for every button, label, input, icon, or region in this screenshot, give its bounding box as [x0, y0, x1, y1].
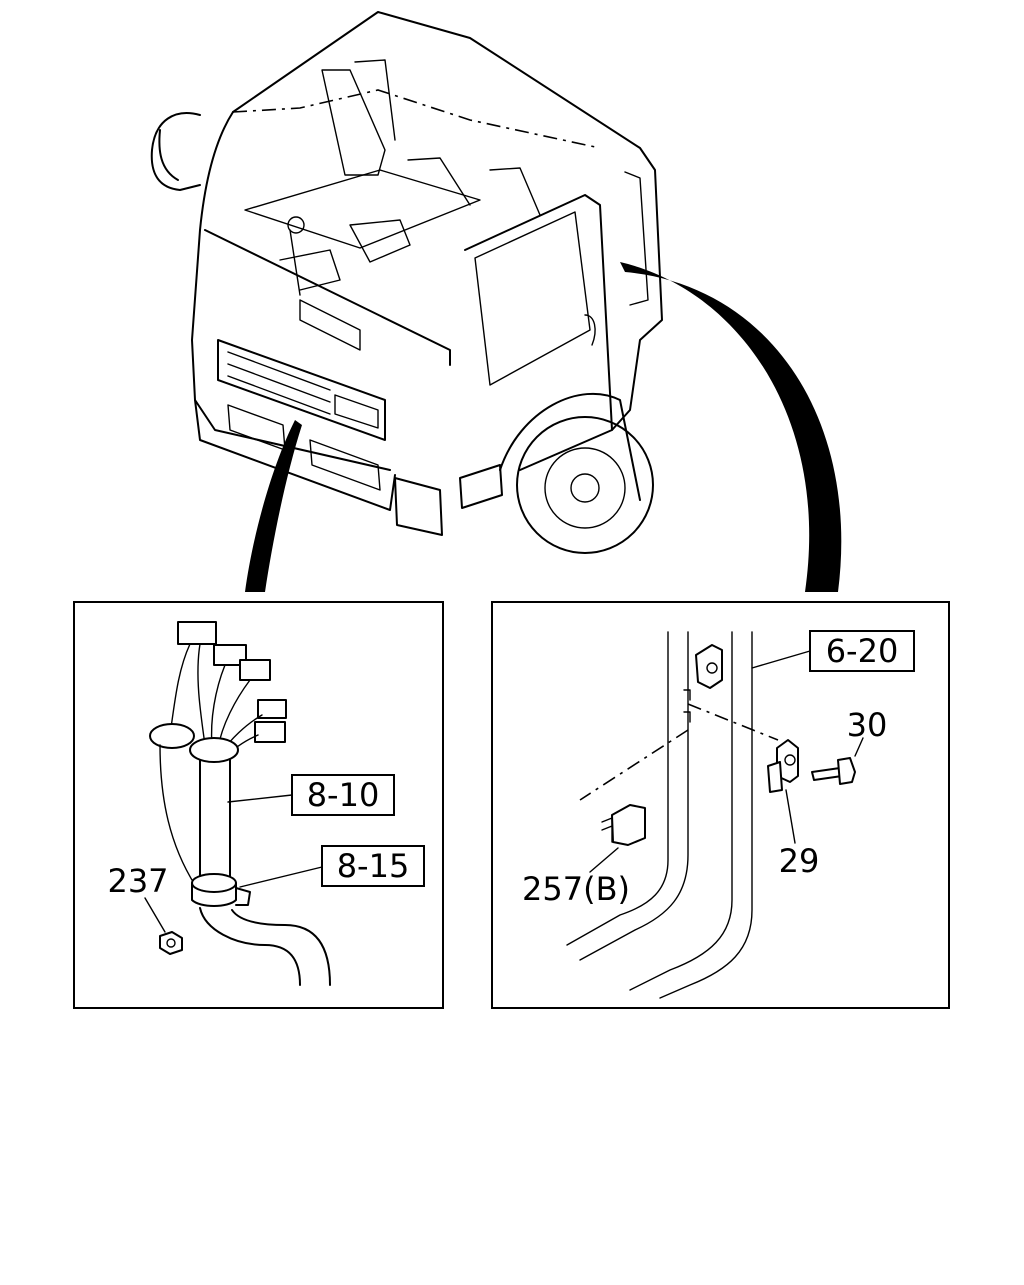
- leader-swoosh-right: [620, 262, 842, 592]
- ref-box-8-15: [321, 845, 425, 887]
- leader-swoosh-left: [245, 420, 302, 592]
- part-label-30: 30: [847, 706, 888, 744]
- ref-label-8-15: 8-15: [337, 847, 410, 885]
- part-label-237: 237: [107, 862, 168, 900]
- detail-panel-door-switch: 6-20 30 29 257(B): [491, 601, 950, 1009]
- ref-label-6-20: 6-20: [826, 632, 899, 670]
- detail-panel-harness: 8-10 8-15 237: [73, 601, 444, 1009]
- part-label-29: 29: [779, 842, 820, 880]
- truck-cab-illustration: [150, 11, 663, 554]
- ref-label-8-10: 8-10: [307, 776, 380, 814]
- part-label-257b: 257(B): [522, 870, 630, 908]
- ref-box-8-10: [291, 774, 395, 816]
- ref-box-6-20: [809, 630, 915, 672]
